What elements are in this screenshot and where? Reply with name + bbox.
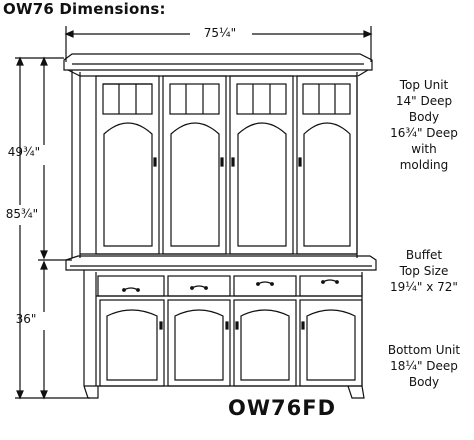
note-line: Top Size <box>399 264 449 278</box>
drawer-pull <box>191 285 207 289</box>
lower-door-1 <box>99 299 165 387</box>
note-line: 16¾" Deep <box>390 126 458 140</box>
upper-height-label: 49¾" <box>7 145 41 159</box>
note-line: Buffet <box>405 248 443 262</box>
note-line: with <box>411 142 437 156</box>
lower-door-4 <box>299 299 363 387</box>
note-line: 19¼" x 72" <box>390 280 458 294</box>
drawer-pull <box>257 281 273 285</box>
arrowhead <box>16 56 24 66</box>
note-line: Body <box>408 375 440 389</box>
width-dimension-label: 75¼" <box>203 26 237 40</box>
drawer-pull <box>322 279 338 283</box>
model-label: OW76FD <box>228 396 337 420</box>
bottom-unit-note: Bottom Unit 18¼" Deep Body <box>378 342 470 390</box>
buffet-note: Buffet Top Size 19¼" x 72" <box>378 247 470 295</box>
drawer-row <box>97 275 363 297</box>
note-line: 18¼" Deep <box>390 359 458 373</box>
note-line: Bottom Unit <box>387 343 461 357</box>
upper-door-1 <box>95 75 160 255</box>
crown-molding <box>63 53 373 71</box>
arrowhead <box>363 30 373 38</box>
page-title: OW76 Dimensions: <box>3 0 166 18</box>
note-line: molding <box>399 158 449 172</box>
note-line: Top Unit <box>399 78 449 92</box>
drawer-pull <box>123 287 139 291</box>
upper-door-4 <box>296 75 358 255</box>
arrowhead <box>40 260 48 270</box>
total-height-label: 85¾" <box>5 207 39 221</box>
arrowhead <box>16 390 24 400</box>
leg-right <box>347 385 365 399</box>
arrowhead <box>40 250 48 260</box>
arrowhead <box>64 30 74 38</box>
upper-door-3 <box>229 75 294 255</box>
note-line: Body <box>408 110 440 124</box>
arrowhead <box>40 390 48 400</box>
top-unit-note: Top Unit 14" Deep Body 16¾" Deep with mo… <box>378 77 470 173</box>
leg-left <box>83 385 99 399</box>
arrowhead <box>40 56 48 66</box>
buffet-top <box>65 255 377 271</box>
upper-door-2 <box>162 75 227 255</box>
lower-door-2 <box>167 299 231 387</box>
base-height-label: 36" <box>15 312 37 326</box>
lower-door-3 <box>233 299 297 387</box>
note-line: 14" Deep <box>395 94 453 108</box>
